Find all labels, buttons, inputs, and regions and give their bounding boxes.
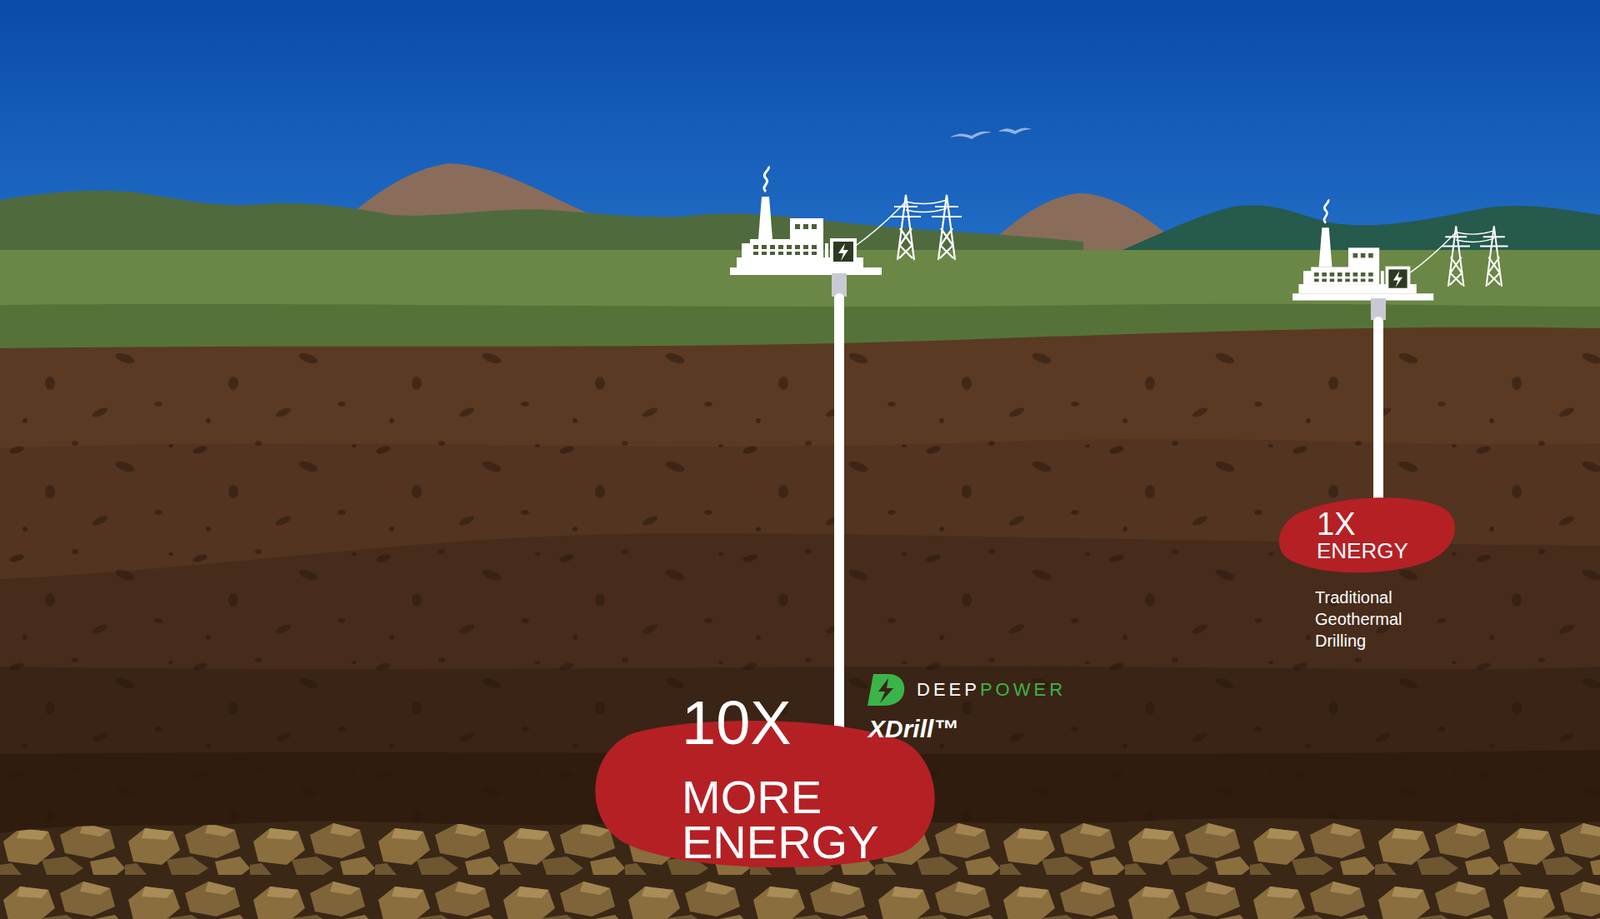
product-name: XDrill™ (868, 715, 959, 744)
energy-caption: ENERGY (1316, 539, 1442, 563)
energy-caption: MORE ENERGY (681, 775, 899, 865)
heat-reservoir: 10XMORE ENERGY (583, 683, 942, 871)
method-note: Traditional Geothermal Drilling (1315, 586, 1432, 652)
brand-name: POWER (980, 679, 1066, 701)
reservoir-blob (1275, 495, 1459, 575)
heat-reservoir: 1XENERGY (1275, 495, 1459, 575)
energy-multiplier: 1X (1316, 507, 1442, 541)
brand-name: DEEP (916, 679, 980, 701)
brand-logo: DEEPPOWER (916, 679, 1066, 701)
